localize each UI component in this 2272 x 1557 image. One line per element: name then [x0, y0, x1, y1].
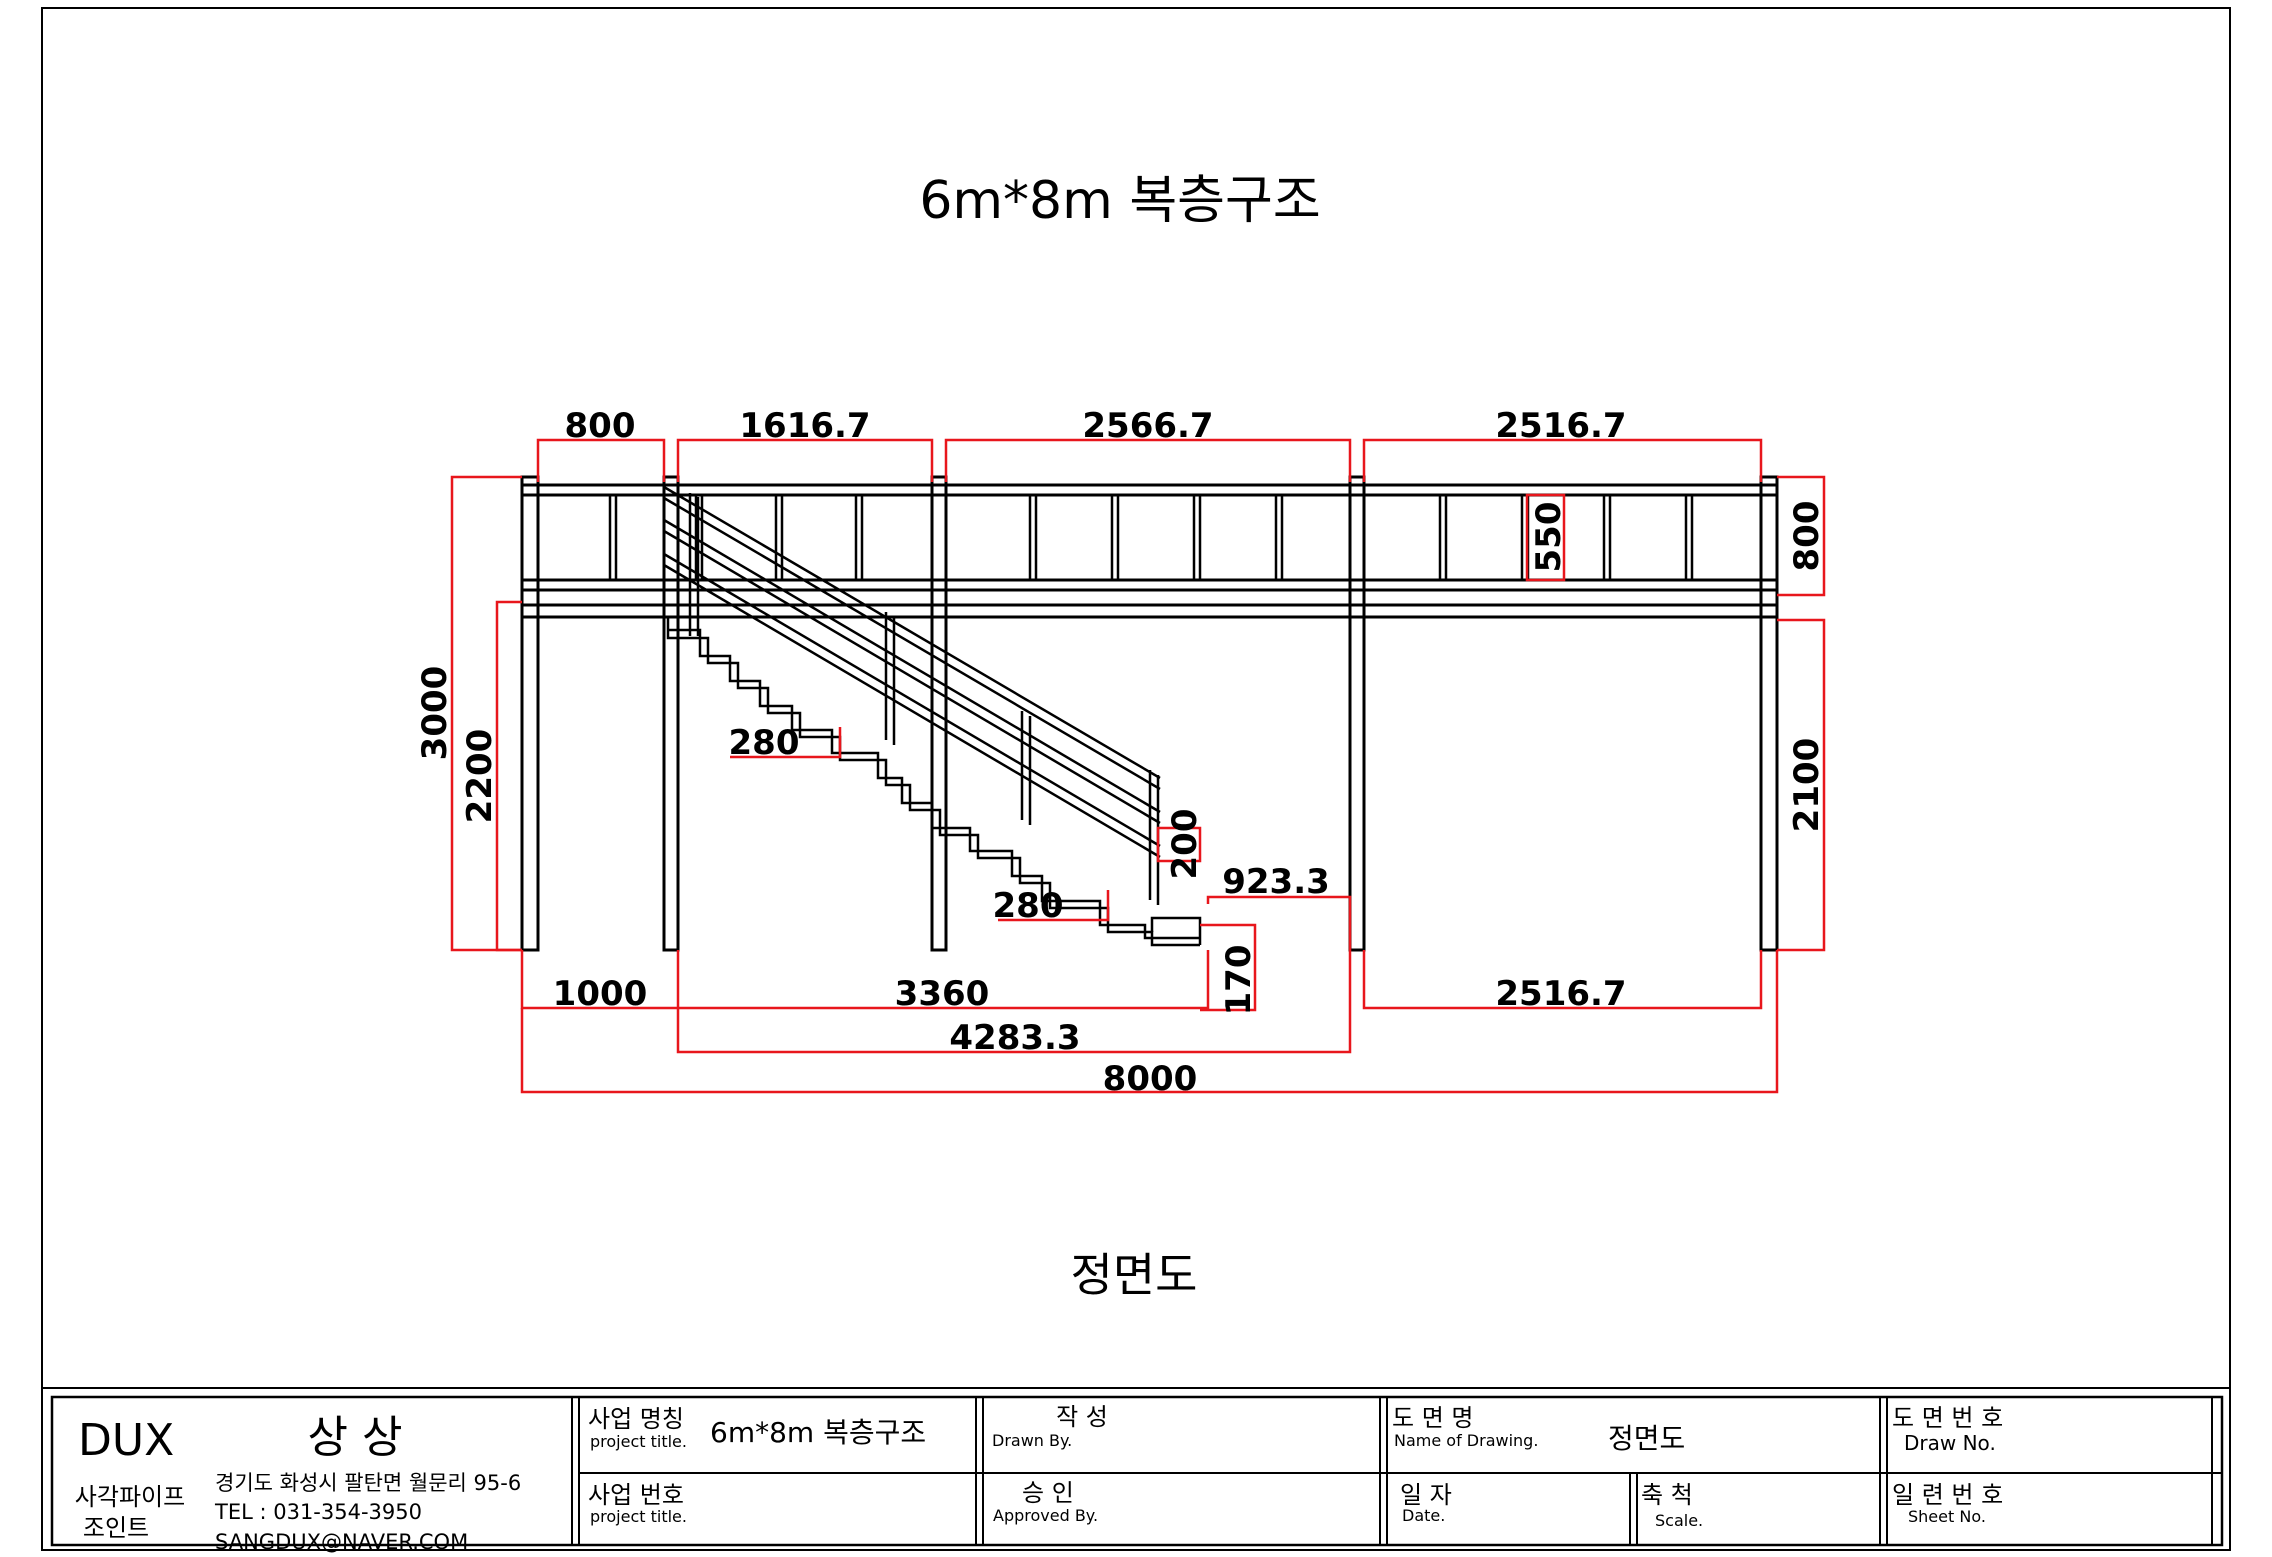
- dim-top-2516: 2516.7: [1495, 406, 1626, 446]
- view-name: 정면도: [1071, 1248, 1198, 1302]
- scale-label: 축 척: [1641, 1481, 1693, 1509]
- drawing-title: 6m*8m 복층구조: [919, 171, 1320, 231]
- drawing-name-value: 정면도: [1608, 1422, 1685, 1455]
- title-block: DUX 상 상 사각파이프 조인트 경기도 화성시 팔탄면 월문리 95-6 T…: [42, 1387, 2230, 1554]
- drawn-label: 작 성: [1056, 1403, 1108, 1431]
- date-label: 일 자: [1400, 1481, 1452, 1509]
- dim-bottom-1000: 1000: [553, 974, 648, 1014]
- dim-rail-550: 550: [1529, 502, 1569, 573]
- company-logo-text: DUX: [78, 1415, 174, 1466]
- dim-top-1616: 1616.7: [739, 406, 870, 446]
- sheet-border: [41, 7, 2231, 1551]
- project-no-label: 사업 번호: [588, 1481, 684, 1509]
- dim-tread-upper: 280: [729, 723, 800, 763]
- drawing-name-sub: Name of Drawing.: [1394, 1431, 1538, 1450]
- draw-no-label: 도 면 번 호: [1892, 1404, 2003, 1432]
- dim-tread-lower: 280: [993, 886, 1064, 926]
- dim-left-2200: 2200: [460, 729, 500, 824]
- products-line2: 조인트: [83, 1514, 149, 1542]
- project-name-value: 6m*8m 복층구조: [710, 1416, 926, 1449]
- dim-right-800: 800: [1787, 501, 1827, 572]
- project-no-sub: project title.: [590, 1507, 687, 1526]
- dim-left-3000: 3000: [415, 666, 455, 761]
- company-name: 상 상: [308, 1412, 403, 1463]
- dim-top-800: 800: [565, 406, 636, 446]
- dim-top-2566: 2566.7: [1082, 406, 1213, 446]
- sheet-no-label: 일 련 번 호: [1892, 1481, 2003, 1509]
- dimension-labels: 800 1616.7 2566.7 2516.7 3000 2200 550 8…: [415, 406, 1827, 1099]
- dim-landing-9233: 923.3: [1222, 862, 1330, 902]
- drawing-name-label: 도 면 명: [1392, 1404, 1474, 1432]
- scale-sub: Scale.: [1655, 1511, 1703, 1530]
- dim-riser-200: 200: [1165, 809, 1205, 880]
- dimension-lines: [450, 438, 1826, 1094]
- products-line1: 사각파이프: [75, 1483, 185, 1511]
- mezzanine-structure: [520, 475, 1779, 952]
- company-tel: TEL : 031-354-3950: [214, 1500, 422, 1524]
- draw-no-sub: Draw No.: [1904, 1431, 1996, 1455]
- date-sub: Date.: [1402, 1506, 1445, 1525]
- dim-right-2100: 2100: [1787, 738, 1827, 833]
- stair-handrails: [663, 485, 1161, 905]
- balusters: [608, 495, 1694, 580]
- dim-bottom-3360: 3360: [895, 974, 990, 1014]
- project-name-sub: project title.: [590, 1432, 687, 1451]
- drawn-sub: Drawn By.: [992, 1431, 1072, 1450]
- stair-steps: [666, 617, 1200, 947]
- approved-label: 승 인: [1022, 1479, 1074, 1507]
- dim-bottom-8000: 8000: [1103, 1059, 1198, 1099]
- dim-bottom-2516: 2516.7: [1495, 974, 1626, 1014]
- sheet-no-sub: Sheet No.: [1908, 1507, 1986, 1526]
- company-email: SANGDUX@NAVER.COM: [215, 1530, 468, 1554]
- project-name-label: 사업 명칭: [588, 1405, 684, 1433]
- approved-sub: Approved By.: [993, 1506, 1098, 1525]
- dim-bottom-4283: 4283.3: [949, 1018, 1080, 1058]
- company-address: 경기도 화성시 팔탄면 월문리 95-6: [215, 1471, 521, 1495]
- dim-riser-170: 170: [1219, 945, 1259, 1016]
